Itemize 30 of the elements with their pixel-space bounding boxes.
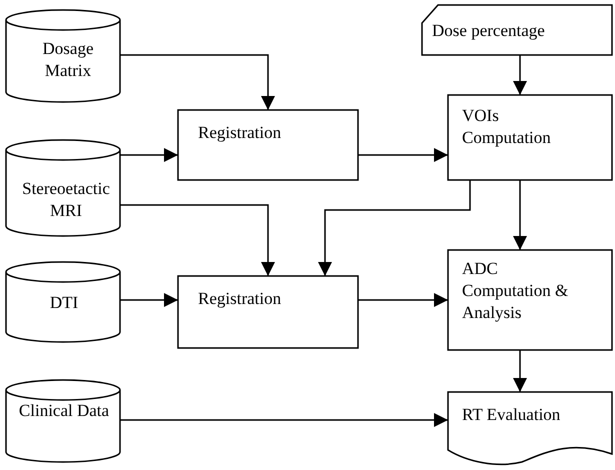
arrow [120, 148, 178, 162]
arrow [513, 180, 527, 250]
process-box [178, 276, 358, 348]
node-label: Dose percentage [432, 20, 546, 42]
node-label: Registration [198, 288, 282, 310]
process-box [448, 95, 612, 180]
node-label: ADC Computation & Analysis [462, 258, 570, 324]
node-label: Stereoetactic MRI [21, 178, 111, 222]
arrow [358, 148, 448, 162]
node-label: Dosage Matrix [42, 38, 94, 82]
arrow [513, 350, 527, 392]
arrow [513, 55, 527, 95]
database-cylinder [6, 262, 120, 342]
node-label: Registration [198, 122, 282, 144]
arrow [358, 293, 448, 307]
node-label: RT Evaluation [462, 404, 562, 426]
database-cylinder [6, 140, 120, 236]
process-box [448, 250, 612, 350]
node-label: VOIs Computation [462, 105, 552, 149]
node-label: Clinical Data [18, 400, 110, 422]
input-card [422, 5, 612, 55]
node-label: DTI [48, 292, 80, 314]
arrow [120, 54, 275, 110]
arrow [120, 293, 178, 307]
arrow [318, 180, 471, 276]
arrow [120, 204, 275, 276]
arrow [120, 413, 448, 427]
database-cylinder [6, 10, 120, 102]
database-cylinder [6, 380, 120, 462]
process-box [178, 110, 358, 180]
